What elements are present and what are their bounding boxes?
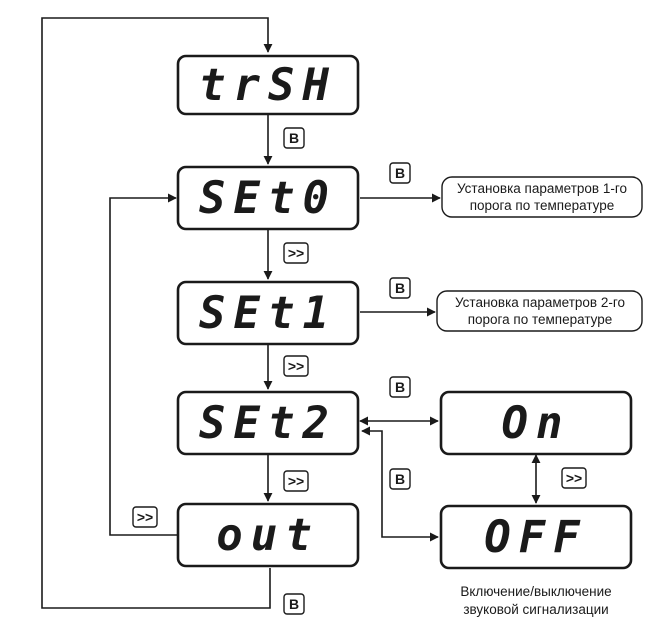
note-set1-box bbox=[436, 290, 643, 332]
display-set2 bbox=[176, 390, 360, 456]
key-b-trsh-label: B bbox=[289, 130, 299, 146]
display-off bbox=[439, 504, 633, 570]
key-b-trsh bbox=[283, 127, 305, 149]
display-on bbox=[439, 390, 633, 456]
key-next-set2-label: >> bbox=[288, 473, 304, 489]
key-next-set2 bbox=[283, 470, 309, 492]
key-b-off-label: B bbox=[395, 471, 405, 487]
key-next-out-label: >> bbox=[137, 509, 153, 525]
key-b-set0 bbox=[389, 162, 411, 184]
display-set0 bbox=[176, 165, 360, 231]
display-set2-text: SEt2 bbox=[199, 398, 337, 449]
display-set1-text: SEt1 bbox=[199, 288, 337, 339]
note-set0-line2: порога по температуре bbox=[470, 198, 615, 213]
display-off-text: OFF bbox=[484, 512, 587, 563]
key-next-set0-label: >> bbox=[288, 245, 304, 261]
display-on-text: On bbox=[502, 398, 571, 449]
key-b-off bbox=[389, 468, 411, 490]
note-set0-line1: Установка параметров 1-го bbox=[457, 181, 627, 196]
note-set0-box bbox=[441, 176, 643, 218]
display-trsh-text: trSH bbox=[199, 60, 337, 111]
key-b-set0-label: B bbox=[395, 165, 405, 181]
note-sound-line1: Включение/выключение bbox=[460, 584, 611, 599]
display-out bbox=[176, 502, 360, 568]
key-next-set1 bbox=[283, 355, 309, 377]
key-b-set1 bbox=[389, 277, 411, 299]
key-b-out-label: B bbox=[289, 596, 299, 612]
arrow-set2-off bbox=[361, 426, 439, 542]
inner-loop-line bbox=[109, 193, 178, 536]
display-set0-text: SEt0 bbox=[199, 173, 337, 224]
return-loop-line bbox=[41, 17, 273, 609]
note-sound-line2: звуковой сигнализации bbox=[463, 602, 608, 617]
key-b-out bbox=[283, 593, 305, 615]
key-b-set1-label: B bbox=[395, 280, 405, 296]
key-next-out bbox=[132, 506, 158, 528]
key-b-set2-label: B bbox=[395, 379, 405, 395]
key-next-set0 bbox=[283, 242, 309, 264]
key-next-on-off-label: >> bbox=[566, 470, 582, 486]
display-out-text: out bbox=[216, 510, 319, 561]
note-set1-line1: Установка параметров 2-го bbox=[455, 295, 625, 310]
key-b-set2 bbox=[389, 376, 411, 398]
key-next-set1-label: >> bbox=[288, 358, 304, 374]
display-trsh bbox=[176, 54, 360, 116]
display-set1 bbox=[176, 280, 360, 346]
key-next-on-off bbox=[561, 467, 587, 489]
note-set1-line2: порога по температуре bbox=[468, 312, 613, 327]
